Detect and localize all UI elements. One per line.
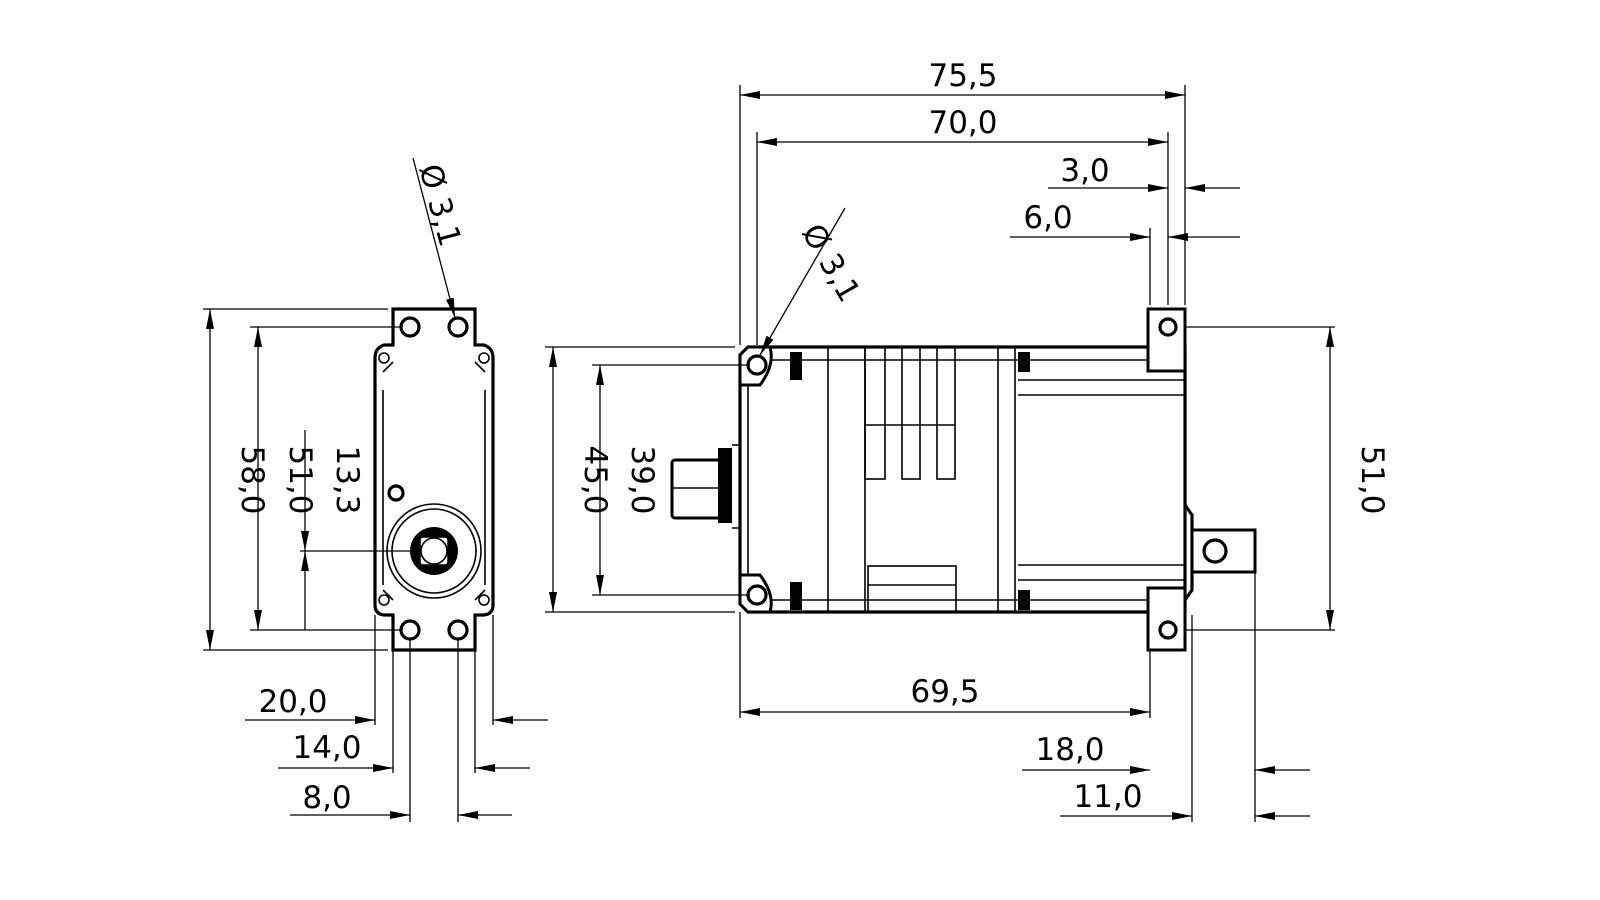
dim-label: 51,0 xyxy=(282,445,318,514)
dim-label: 51,0 xyxy=(1354,445,1390,514)
dim-label: 39,0 xyxy=(624,445,660,514)
end-cap-lugs xyxy=(738,345,1030,614)
dim-label: 69,5 xyxy=(910,674,979,710)
dim-label: 3,0 xyxy=(1060,153,1109,189)
dim-label: Ø 3,1 xyxy=(794,218,867,308)
dim-label: 58,0 xyxy=(234,445,270,514)
output-spline xyxy=(386,503,482,599)
mounting-flanges xyxy=(1146,307,1187,652)
dim-label: 70,0 xyxy=(928,105,997,141)
dim-label: 11,0 xyxy=(1073,779,1142,815)
servo-side-outline xyxy=(738,345,1187,614)
output-shaft xyxy=(1183,504,1257,601)
dim-label: 20,0 xyxy=(258,684,327,720)
dim-label: Ø 3,1 xyxy=(411,160,467,250)
connector xyxy=(670,444,741,529)
cooling-fins xyxy=(864,346,957,613)
end-view: 58,0 51,0 13,3 20,0 14,0 8,0 Ø 3,1 xyxy=(203,157,548,822)
dim-label: 18,0 xyxy=(1035,732,1104,768)
dim-label: 6,0 xyxy=(1023,200,1072,236)
screw-icon xyxy=(387,484,405,502)
dim-label: 8,0 xyxy=(302,780,351,816)
dim-label: 13,3 xyxy=(329,445,365,514)
dim-label: 14,0 xyxy=(292,730,361,766)
dim-label: 75,5 xyxy=(928,58,997,94)
dim-label: 45,0 xyxy=(577,445,613,514)
mounting-holes xyxy=(378,316,490,641)
side-view: 75,5 70,0 3,0 6,0 Ø 3,1 45,0 39,0 51,0 6… xyxy=(545,58,1390,822)
